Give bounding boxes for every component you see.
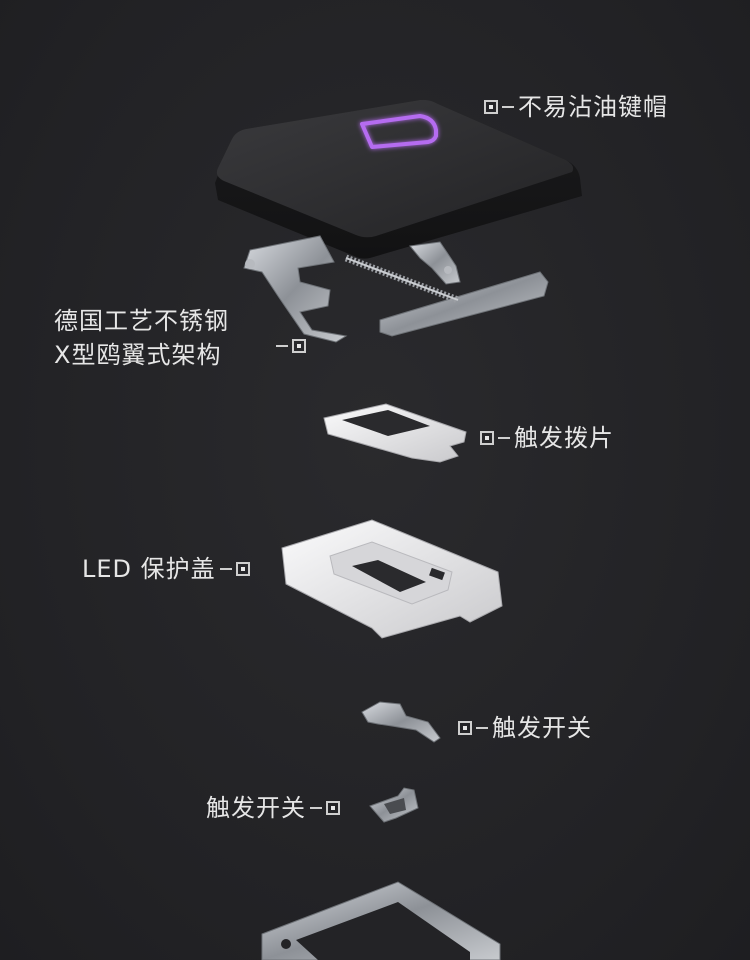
callout-keycap: 不易沾油键帽 xyxy=(484,91,668,122)
callout-scissor-label-line1: 德国工艺不锈钢 xyxy=(54,307,229,335)
callout-switch-a: 触发开关 xyxy=(458,712,592,743)
switch-a-illustration xyxy=(361,701,441,743)
keycap-legend-d-icon xyxy=(360,114,438,149)
callout-scissor-label-line2: X型鸥翼式架构 xyxy=(54,341,222,369)
callout-marker-icon xyxy=(480,431,494,445)
led-cover-illustration xyxy=(281,519,503,639)
leader-line xyxy=(476,727,488,729)
callout-switch-a-label: 触发开关 xyxy=(492,714,592,742)
callout-scissor: 德国工艺不锈钢 X型鸥翼式架构 xyxy=(54,306,306,370)
callout-keycap-label: 不易沾油键帽 xyxy=(518,93,668,121)
callout-switch-b: 触发开关 xyxy=(206,792,340,823)
callout-trigger-plate-label: 触发拨片 xyxy=(514,424,614,452)
leader-line xyxy=(498,437,510,439)
callout-trigger-plate: 触发拨片 xyxy=(480,422,614,453)
callout-marker-icon xyxy=(326,801,340,815)
leader-line xyxy=(219,568,232,570)
callout-marker-icon xyxy=(235,562,250,576)
callout-led-cover-label: LED 保护盖 xyxy=(82,555,216,583)
leader-line xyxy=(502,106,514,108)
scissor-mechanism-illustration xyxy=(243,235,549,343)
callout-marker-icon xyxy=(292,339,306,353)
leader-line xyxy=(276,345,288,347)
callout-marker-icon xyxy=(484,100,498,114)
leader-line xyxy=(310,807,322,809)
keycap-illustration xyxy=(215,99,582,259)
callout-switch-b-label: 触发开关 xyxy=(206,794,306,822)
callout-led-cover: LED 保护盖 xyxy=(82,553,250,584)
base-plate-illustration xyxy=(261,881,501,960)
trigger-plate-illustration xyxy=(323,403,467,463)
switch-b-illustration xyxy=(369,787,419,823)
callout-scissor-leader xyxy=(272,330,306,360)
callout-marker-icon xyxy=(458,721,472,735)
